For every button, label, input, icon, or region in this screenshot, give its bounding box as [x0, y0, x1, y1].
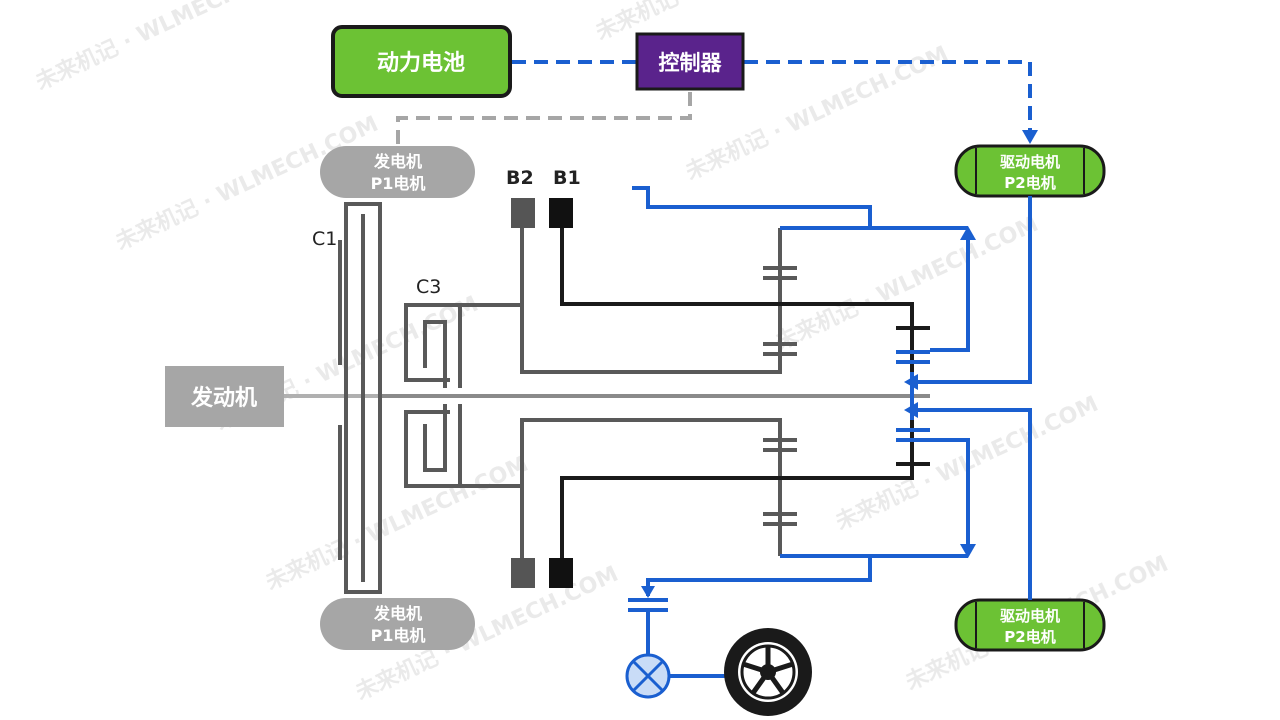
drive-bottom-to-gearset — [918, 408, 1032, 600]
watermark-7: 未来机记 · WLMECH.COM — [262, 452, 532, 596]
planet-gear-marks — [763, 266, 797, 526]
drive-motor-bottom: 驱动电机 P2电机 — [954, 598, 1106, 652]
brake-b1-label: B1 — [553, 167, 581, 189]
clutch-c1 — [338, 202, 382, 594]
battery-label: 动力电池 — [377, 51, 465, 76]
clutch-c3 — [404, 303, 522, 488]
blue-output-paths — [632, 186, 1032, 678]
differential-icon — [625, 653, 671, 699]
generator-top-line1: 发电机 — [373, 152, 422, 171]
brake-b2-top — [511, 198, 535, 228]
engine-label: 发动机 — [190, 385, 257, 411]
generator-bottom-line1: 发电机 — [373, 604, 422, 623]
clutch-c3-upper-outer — [404, 303, 462, 388]
controller-generator-link — [396, 92, 692, 148]
arrow-output-down — [641, 586, 655, 598]
arrow-drive-bottom-in — [904, 402, 918, 418]
ring-lower-return — [930, 438, 970, 548]
ring-upper-return — [930, 236, 970, 352]
watermark-1: 未来机记 · WLMECH.COM — [32, 0, 302, 95]
arrow-drive-top-in — [904, 374, 918, 390]
clutch-c1-label: C1 — [312, 228, 337, 250]
clutch-c3-label: C3 — [416, 276, 441, 298]
drive-motor-top: 驱动电机 P2电机 — [954, 144, 1106, 198]
sun-gear-plates — [896, 326, 930, 466]
generator-bottom: 发电机 P1电机 — [320, 598, 475, 650]
clutch-c3-upper-inner — [423, 320, 447, 388]
arrow-to-drive-motor — [1022, 130, 1038, 144]
drive-top-to-gearset — [918, 196, 1032, 384]
b1-shaft-upper — [560, 228, 914, 372]
wheel-icon — [724, 628, 812, 716]
b1-shaft-lower — [560, 420, 914, 558]
blue-arrowheads — [641, 226, 976, 598]
brake-b1-bottom — [549, 558, 573, 588]
clutch-c1-body — [344, 202, 382, 594]
controller-drive-link — [744, 60, 1032, 132]
clutch-c3-lower-inner — [423, 404, 447, 472]
ring-gear-top-path — [632, 186, 872, 230]
drive-motor-bottom-line1: 驱动电机 — [1000, 607, 1060, 625]
generator-bottom-box — [320, 598, 475, 650]
generator-top: 发电机 P1电机 — [320, 146, 475, 198]
generator-bottom-line2: P1电机 — [371, 626, 426, 645]
generator-top-line2: P1电机 — [371, 174, 426, 193]
generator-top-box — [320, 146, 475, 198]
control-lines — [396, 60, 1032, 148]
b1-shaft-paths — [560, 228, 914, 558]
differential-cross-2 — [632, 660, 664, 692]
battery-box — [331, 25, 512, 98]
arrow-ring-bottom — [960, 544, 976, 558]
b2-shaft-upper — [520, 228, 782, 374]
watermark-6: 未来机记 · WLMECH.COM — [772, 212, 1042, 356]
b2-shaft-lower — [520, 418, 782, 558]
brake-b1-top — [549, 198, 573, 228]
wheel-hub — [760, 664, 776, 680]
output-gear-marks — [628, 598, 668, 612]
output-to-wheel — [646, 556, 872, 596]
engine-box — [165, 366, 284, 427]
arrow-ring-top — [960, 226, 976, 240]
clutch-c3-lower-outer — [404, 404, 462, 488]
drive-motor-bottom-line2: P2电机 — [1004, 628, 1055, 646]
controller-box — [635, 32, 745, 91]
drive-motor-top-line1: 驱动电机 — [1000, 153, 1060, 171]
controller-label: 控制器 — [659, 51, 723, 75]
drive-motor-top-line2: P2电机 — [1004, 174, 1055, 192]
brake-b2-bottom — [511, 558, 535, 588]
brake-b2-label: B2 — [506, 167, 534, 189]
